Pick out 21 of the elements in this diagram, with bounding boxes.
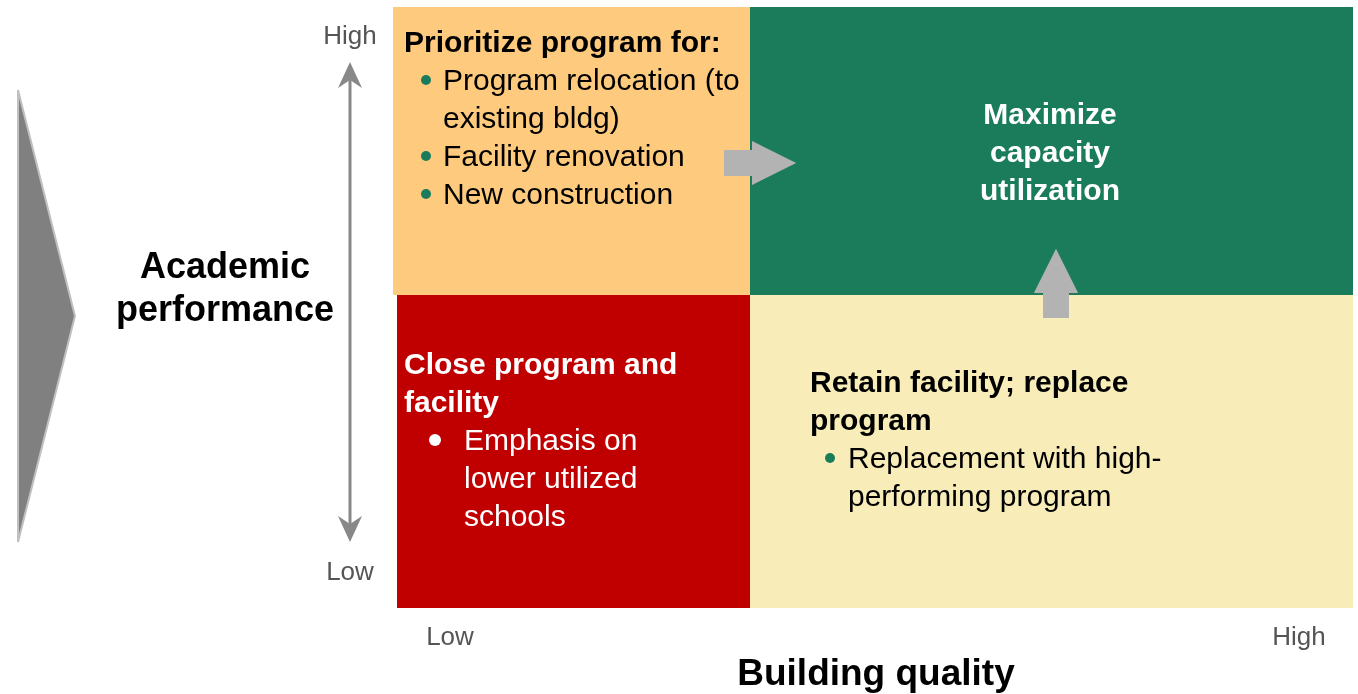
axis-label: Low xyxy=(425,621,475,653)
bullet-text: Emphasis on lower utilized schools xyxy=(464,422,639,534)
bullet-text: Program relocation (to existing bldg) xyxy=(443,62,741,136)
quadrant-heading: Prioritize program for: xyxy=(404,24,722,60)
quadrant-box xyxy=(397,295,750,608)
quadrant-box xyxy=(393,7,750,295)
quadrant-heading: Maximize capacity utilization xyxy=(979,96,1121,208)
axis-label: High xyxy=(322,20,378,52)
axis-label: Low xyxy=(325,556,375,588)
bullet-text: Facility renovation xyxy=(443,138,686,174)
bullet-text: Replacement with high-performing program xyxy=(848,440,1163,514)
block-arrow xyxy=(1033,248,1079,318)
axis-title: Academic performance xyxy=(114,244,336,331)
quadrant-heading: Close program and facility xyxy=(404,346,679,420)
block-arrow xyxy=(724,140,797,186)
axis-title: Building quality xyxy=(736,651,1016,694)
axis-label: High xyxy=(1271,621,1327,653)
bullet-text: New construction xyxy=(443,176,675,212)
quadrant-box xyxy=(750,7,1353,295)
quadrant-heading: Retain facility; replace program xyxy=(810,364,1130,438)
quadrant-box xyxy=(750,295,1353,608)
